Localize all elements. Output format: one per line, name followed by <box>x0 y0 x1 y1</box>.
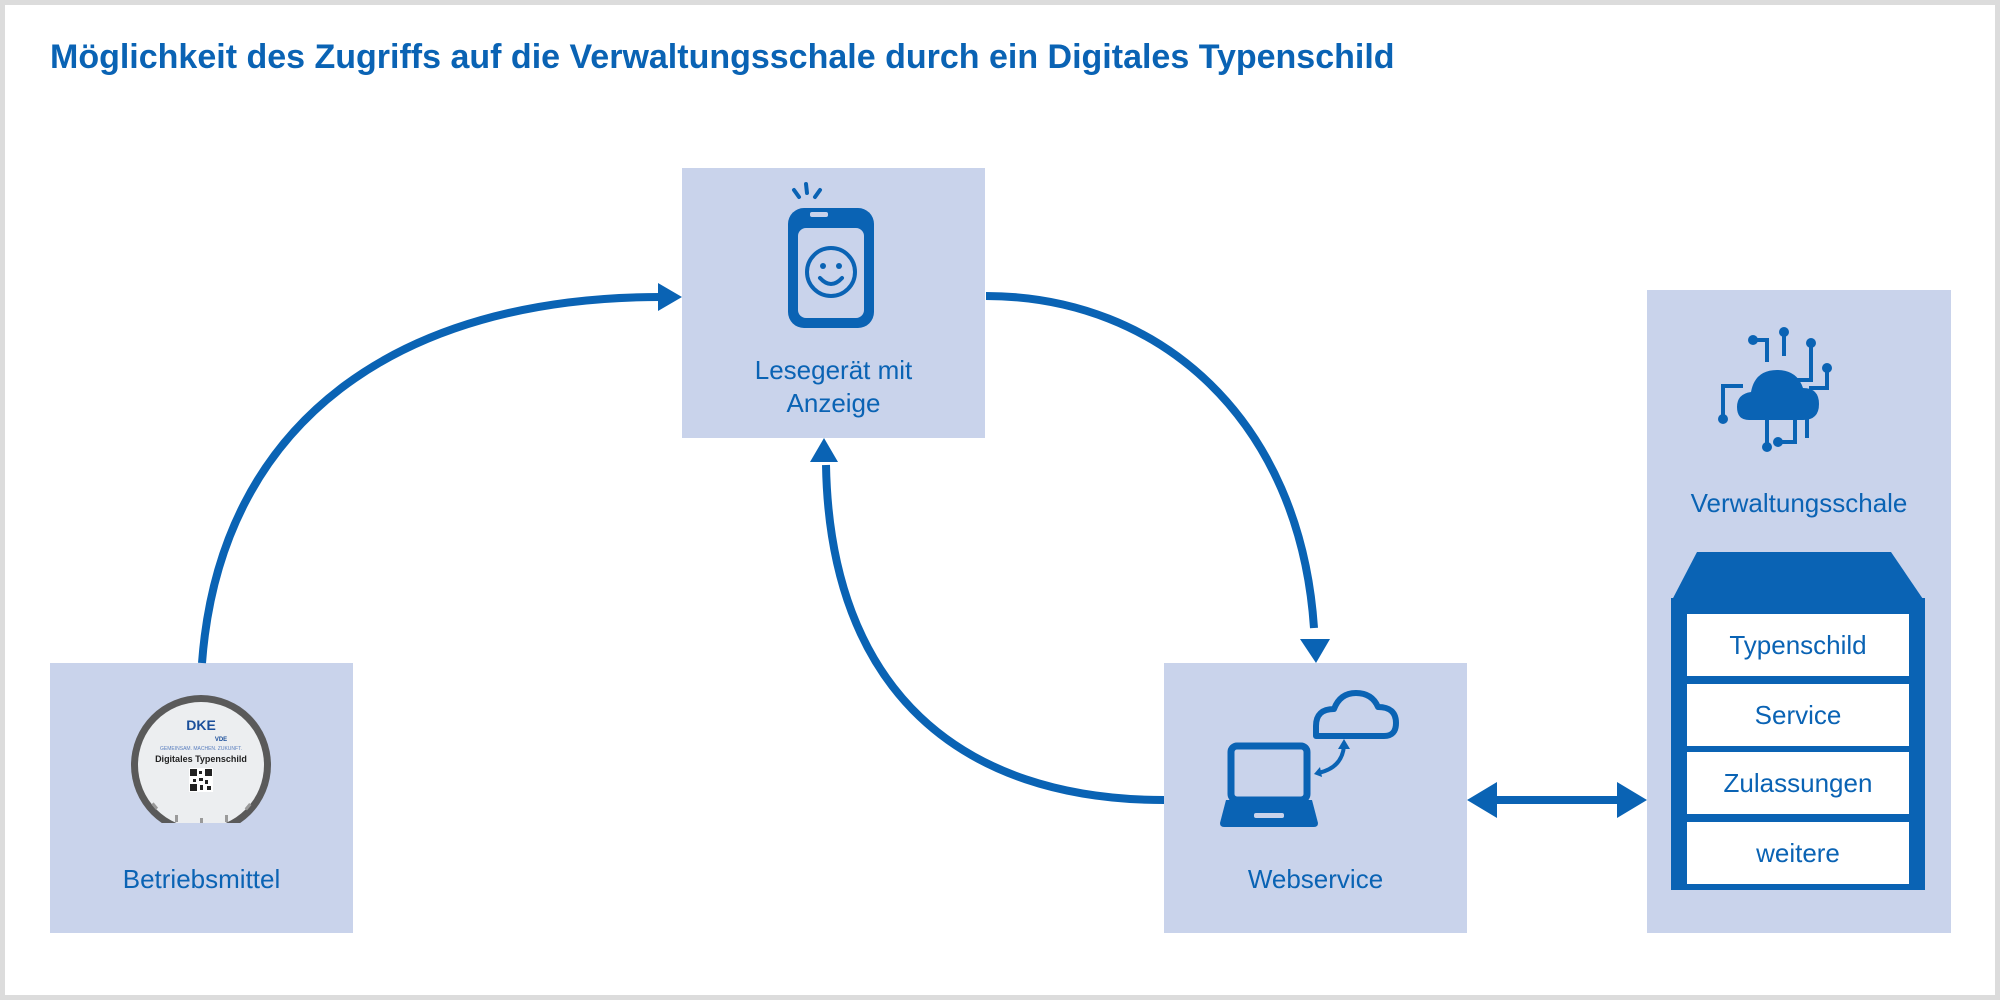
submodel-service: Service <box>1687 684 1909 746</box>
webservice-node: Webservice <box>1164 663 1467 933</box>
digital-nameplate-tag-icon: DKE VDE GEMEINSAM. MACHEN. ZUKUNFT. Digi… <box>131 695 271 823</box>
tag-title: Digitales Typenschild <box>155 754 247 764</box>
aas-label: Verwaltungsschale <box>1690 488 1908 518</box>
device-label: Betriebsmittel <box>122 864 281 894</box>
submodel-weitere: weitere <box>1687 822 1909 884</box>
tag-brand: DKE <box>186 717 216 733</box>
smartphone-smiley-icon <box>788 182 874 328</box>
arrow-reader-to-webservice <box>985 292 1318 629</box>
diagram-title: Möglichkeit des Zugriffs auf die Verwalt… <box>50 38 1395 76</box>
device-node: DKE VDE GEMEINSAM. MACHEN. ZUKUNFT. Digi… <box>50 663 353 933</box>
arrow-device-to-reader <box>198 293 661 664</box>
submodel-typenschild: Typenschild <box>1687 614 1909 676</box>
qr-code-icon <box>189 768 213 792</box>
arrow-webservice-to-reader <box>822 464 1165 804</box>
submodel-zulassungen: Zulassungen <box>1687 752 1909 814</box>
webservice-label: Webservice <box>1247 864 1384 894</box>
reader-node: Lesegerät mit Anzeige <box>682 168 985 438</box>
tag-sub: VDE <box>215 737 227 743</box>
laptop-cloud-icon <box>1220 690 1399 827</box>
cloud-network-icon <box>1718 327 1832 452</box>
reader-label-line2: Anzeige <box>786 388 881 418</box>
tag-tagline: GEMEINSAM. MACHEN. ZUKUNFT. <box>160 746 242 752</box>
reader-label-line1: Lesegerät mit <box>754 355 913 385</box>
